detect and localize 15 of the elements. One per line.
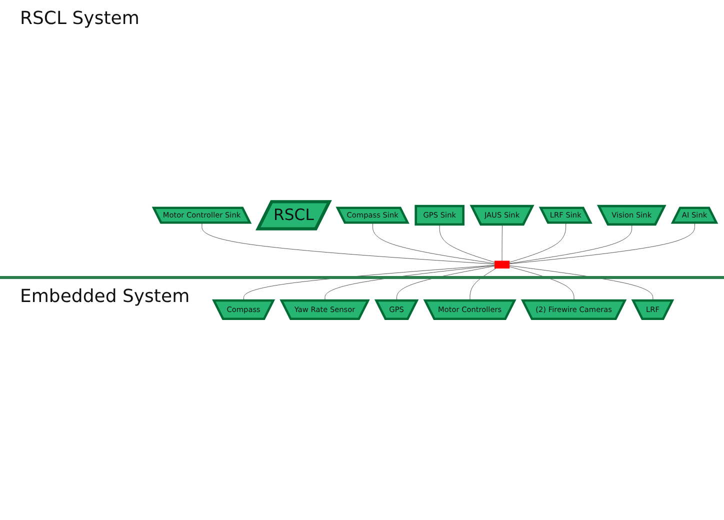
connector	[244, 264, 495, 301]
node-box	[494, 260, 510, 268]
connector	[439, 224, 495, 262]
section-label: Embedded System	[20, 286, 190, 307]
connector	[324, 264, 495, 301]
connector	[509, 222, 566, 262]
connector	[509, 266, 574, 301]
connector	[202, 222, 495, 264]
connector	[372, 222, 495, 264]
connector	[396, 266, 495, 301]
connector	[509, 265, 654, 301]
section-label: RSCL System	[20, 8, 140, 29]
connector	[509, 224, 632, 264]
connector	[470, 268, 496, 301]
connector	[509, 222, 695, 264]
